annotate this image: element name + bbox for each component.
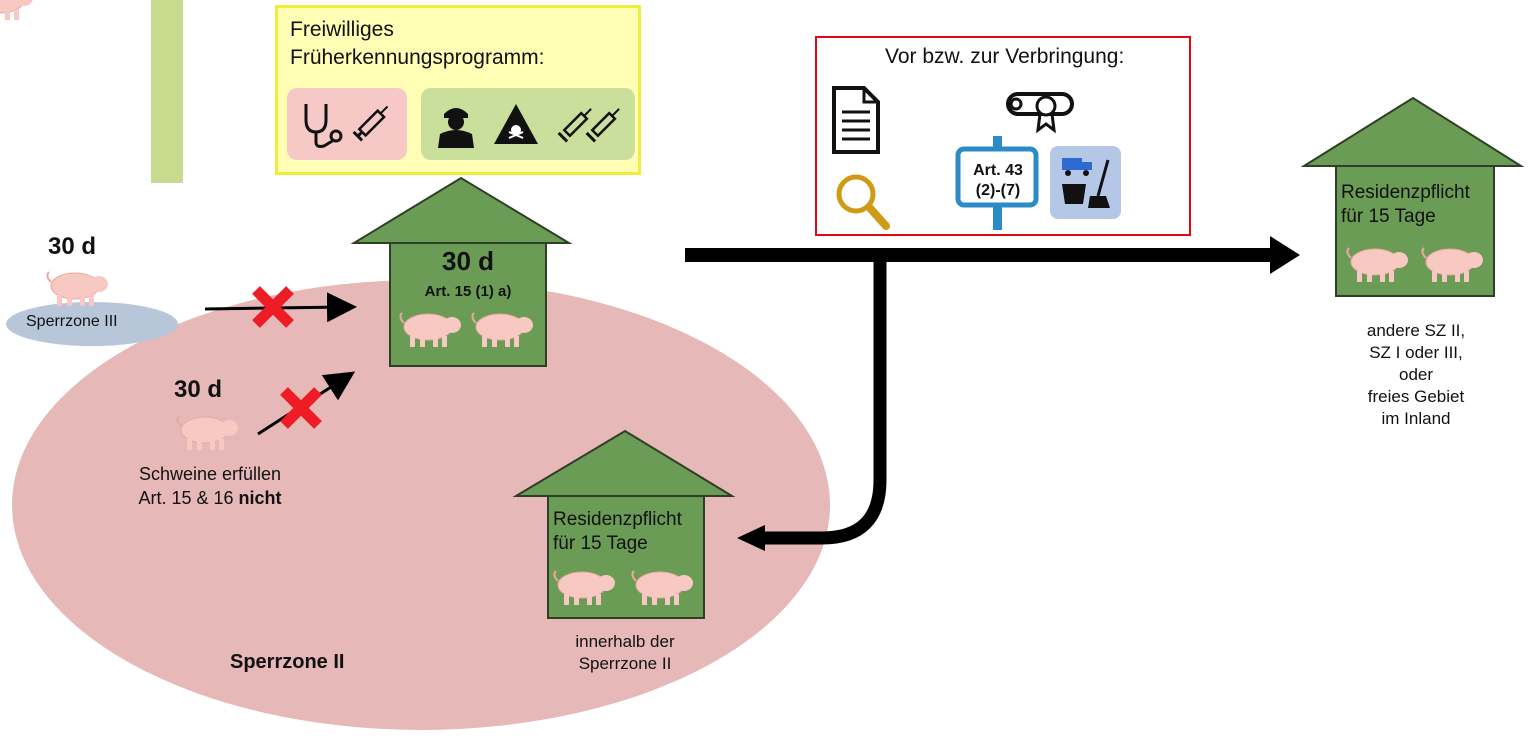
before-transport-title: Vor bzw. zur Verbringung: xyxy=(885,45,1125,68)
noncompliant-days: 30 d xyxy=(174,376,223,403)
stethoscope-icon xyxy=(304,104,343,148)
double-syringe-icon xyxy=(557,108,620,143)
outer-farm-caption-4: freies Gebiet xyxy=(1367,387,1465,406)
cross-icon-1 xyxy=(252,286,294,328)
central-farm-article: Art. 15 (1) a) xyxy=(424,283,512,300)
poison-warning-icon xyxy=(494,104,538,144)
signpost-article-line1: Art. 43 xyxy=(973,162,1023,179)
sperrzone-2-label: Sperrzone II xyxy=(230,651,345,673)
certificate-icon xyxy=(1006,92,1074,134)
sperrzone-3-label: Sperrzone III xyxy=(26,313,118,330)
outer-farm-caption-3: oder xyxy=(1398,365,1434,384)
outer-farm-caption-1: andere SZ II, xyxy=(1366,321,1466,340)
noncompliant-line1: Schweine erfüllen xyxy=(138,464,282,484)
early-detection-title-2: Früherkennungsprogramm: xyxy=(290,46,545,69)
cleaning-truck-icon xyxy=(1050,146,1121,219)
central-farm-house xyxy=(350,176,573,367)
accent-bar xyxy=(151,0,183,183)
outer-farm-line2: für 15 Tage xyxy=(1341,206,1436,227)
magnifier-icon xyxy=(836,174,890,230)
outer-farm-caption-2: SZ I oder III, xyxy=(1369,343,1463,362)
inner-farm-caption-1: innerhalb der xyxy=(575,632,675,651)
branch-arrow xyxy=(760,255,887,545)
hunter-icon xyxy=(438,108,474,148)
pig-icon-sz3 xyxy=(46,271,109,307)
syringe-icon xyxy=(352,105,389,142)
main-transport-arrow xyxy=(685,248,1275,262)
early-detection-title-1: Freiwilliges xyxy=(290,18,394,41)
sperrzone-3-days: 30 d xyxy=(48,233,97,260)
pig-icon xyxy=(0,0,33,20)
noncompliant-line2-prefix: Art. 15 & 16 xyxy=(138,488,239,508)
cross-icon-2 xyxy=(280,387,322,429)
sperrzone-3-area xyxy=(6,302,178,346)
inner-farm-line2: für 15 Tage xyxy=(553,533,648,554)
inner-farm-caption-2: Sperrzone II xyxy=(578,654,672,673)
signpost-icon xyxy=(955,136,1039,230)
noncompliant-line2: Art. 15 & 16 nicht xyxy=(110,486,310,510)
signpost-article-line2: (2)-(7) xyxy=(975,182,1021,199)
outer-farm-line1: Residenzpflicht xyxy=(1341,182,1470,203)
central-farm-days: 30 d xyxy=(441,246,495,276)
outer-farm-caption-5: im Inland xyxy=(1381,409,1451,428)
noncompliant-line2-bold: nicht xyxy=(238,488,282,508)
document-icon xyxy=(832,86,880,154)
inner-farm-line1: Residenzpflicht xyxy=(553,509,682,530)
